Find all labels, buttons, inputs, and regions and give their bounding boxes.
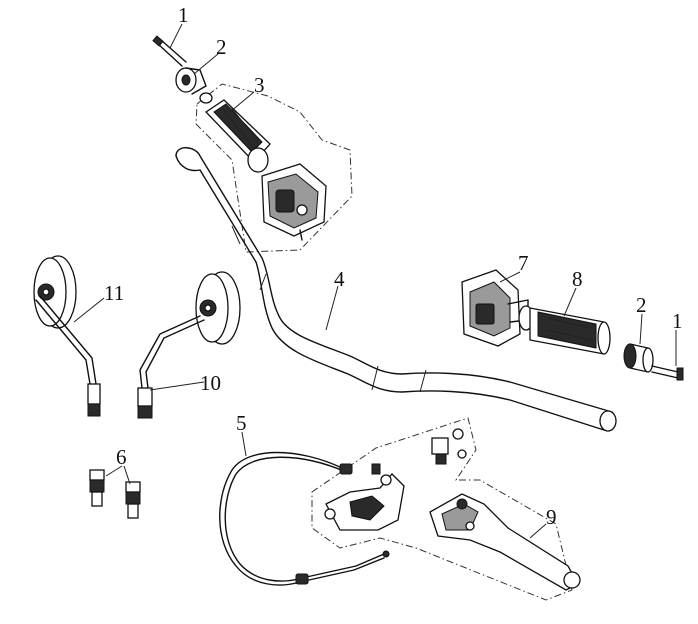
bar-end-weight-top: [175, 67, 213, 104]
throttle-grip: [204, 99, 271, 173]
callout-2-right: 2: [636, 293, 647, 317]
callout-11: 11: [104, 281, 124, 305]
clutch-lever: [429, 493, 581, 591]
callout-3: 3: [254, 73, 265, 97]
throttle-housing: [261, 163, 327, 241]
callout-6: 6: [116, 445, 127, 469]
switch-housing-right: [461, 269, 529, 347]
mirror-left: [33, 255, 101, 417]
callout-8: 8: [572, 267, 583, 291]
bar-end-weight-right: [623, 343, 654, 373]
callout-7: 7: [518, 251, 529, 275]
clutch-switch: [431, 428, 467, 465]
callout-5: 5: [236, 411, 247, 435]
mirror-right: [137, 271, 241, 419]
callout-10: 10: [200, 371, 221, 395]
callout-1-right: 1: [672, 309, 683, 333]
hand-grip-right: [518, 305, 611, 355]
callout-2-top: 2: [216, 35, 227, 59]
mirror-adapters: [89, 469, 141, 519]
bar-end-screw-top: [152, 35, 187, 67]
bar-end-screw-right: [651, 365, 684, 381]
handlebar: [175, 147, 617, 432]
clutch-cable: [219, 451, 390, 586]
callout-9: 9: [546, 505, 557, 529]
grip-assembly-group-outline: [195, 83, 353, 253]
callout-1-top: 1: [178, 3, 189, 27]
leader-lines: [73, 23, 677, 539]
callout-4: 4: [334, 267, 345, 291]
lever-assembly-group-outline: [311, 417, 573, 601]
lever-bracket: [324, 463, 405, 531]
